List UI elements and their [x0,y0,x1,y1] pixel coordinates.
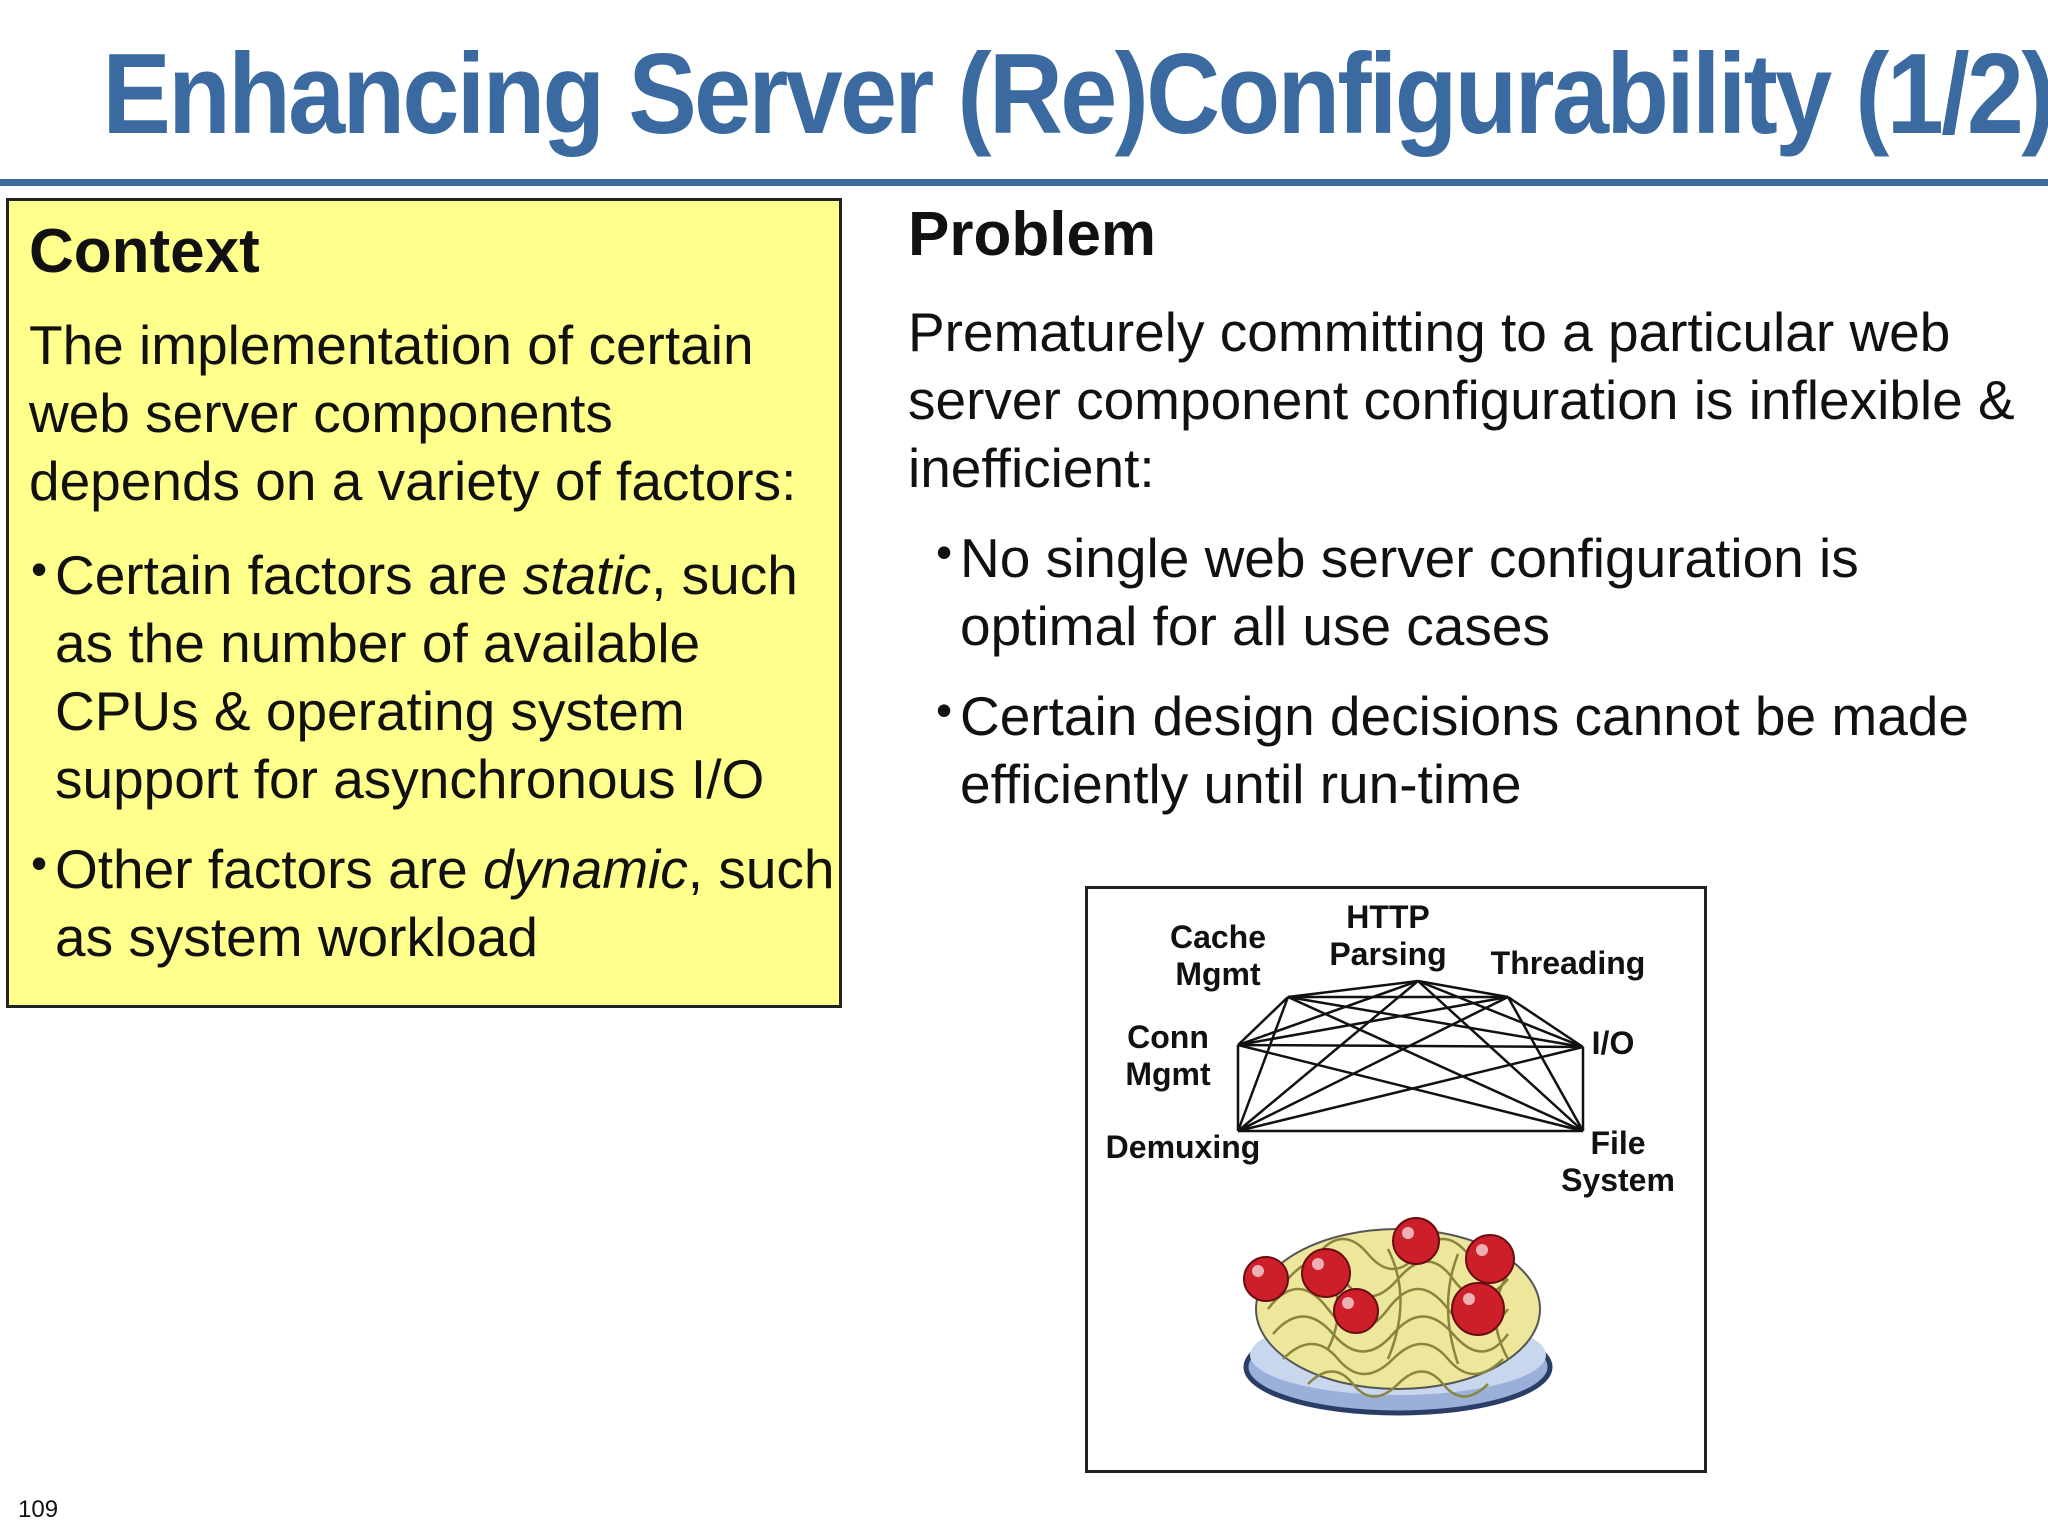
context-intro: The implementation of certain web server… [29,314,797,512]
problem-bullet-1: •No single web server configuration is o… [936,524,2020,660]
context-bullet-static: •Certain factors are static, such as the… [31,541,845,813]
spaghetti-plate-illustration [1243,1217,1553,1416]
node-cache-mgmt: Cache Mgmt [1169,919,1267,992]
context-heading: Context [29,217,260,286]
title-divider [0,179,2048,186]
problem-heading: Problem [908,200,1157,269]
bullet-dot: • [936,526,953,578]
slide-title: Enhancing Server (Re)Configurability (1/… [102,31,2048,158]
node-http-parsing: HTTP Parsing [1329,899,1447,972]
page-number: 109 [18,1496,59,1523]
coupling-lines [1236,979,1585,1133]
emphasis-static: static [522,544,652,606]
bullet-dot: • [31,837,48,889]
problem-intro: Prematurely committing to a particular w… [908,301,2015,499]
node-threading: Threading [1490,945,1646,981]
problem-bullet-2: •Certain design decisions cannot be made… [936,682,2020,818]
bullet-dot: • [31,543,48,595]
emphasis-dynamic: dynamic [482,838,688,900]
component-coupling-diagram: Cache Mgmt HTTP Parsing Threading Conn M… [1085,886,1707,1473]
node-conn-mgmt: Conn Mgmt [1125,1019,1211,1092]
bullet-dot: • [936,684,953,736]
node-file-system: File System [1561,1125,1675,1198]
node-demuxing: Demuxing [1105,1129,1261,1165]
coupling-graph [1236,979,1585,1416]
context-bullet-dynamic: •Other factors are dynamic, such as syst… [31,835,845,971]
node-io: I/O [1591,1025,1635,1061]
context-panel: Context The implementation of certain we… [6,198,842,1008]
